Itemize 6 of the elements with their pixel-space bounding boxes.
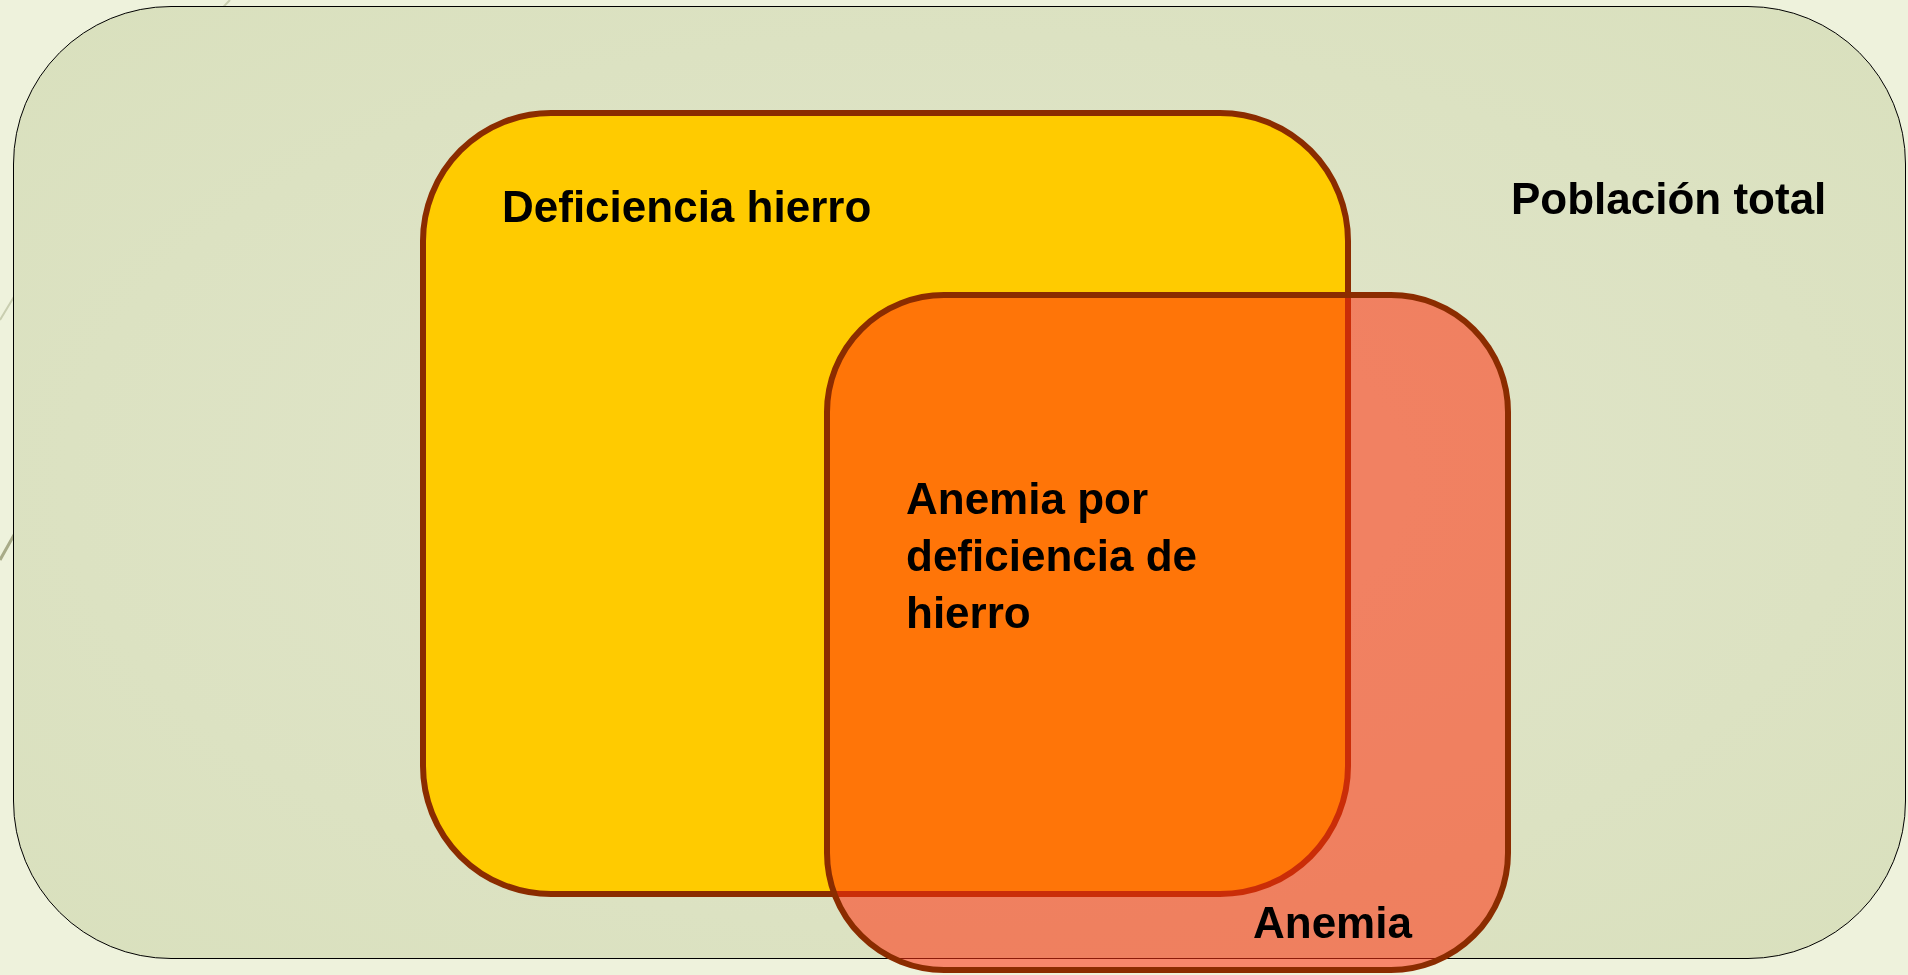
iron-deficiency-box <box>420 110 1351 897</box>
region-label: Población total <box>1511 173 1827 225</box>
region-label: Anemia <box>1253 897 1412 949</box>
region-label: Deficiencia hierro <box>502 181 872 233</box>
population-box <box>13 6 1906 959</box>
overlap-label: Anemia por deficiencia de hierro <box>906 473 1198 640</box>
